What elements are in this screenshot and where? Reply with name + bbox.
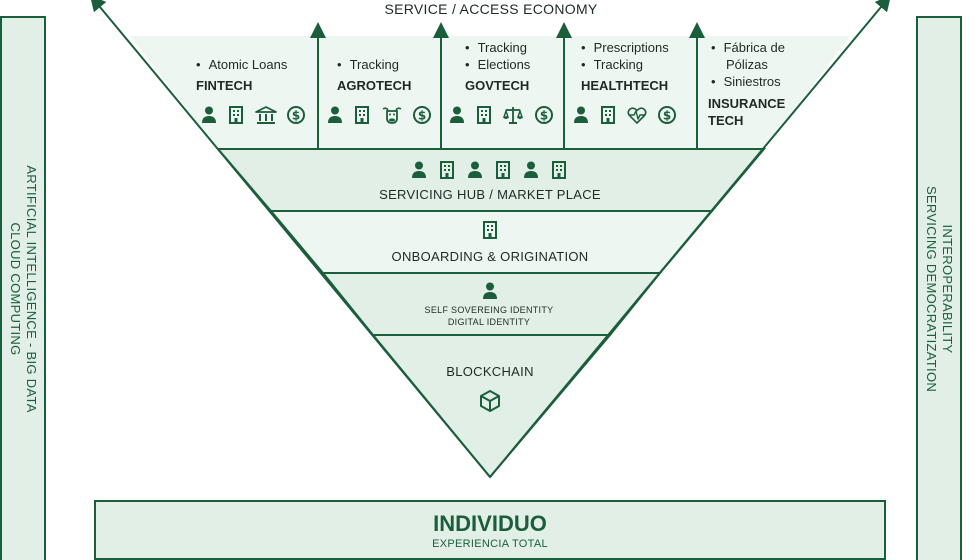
layer-blockchain: [370, 334, 613, 479]
identity-line1: SELF SOVEREING IDENTITY: [424, 305, 554, 315]
govtech-item-2: Elections: [465, 56, 531, 73]
insurance-name-line1: INSURANCE: [708, 96, 786, 111]
healthtech-item-2: Tracking: [581, 56, 669, 73]
healthtech-item-1: Prescriptions: [581, 39, 669, 56]
funnel-right-arrow: [489, 0, 892, 478]
insurance-item-2: •Siniestros: [711, 74, 781, 89]
fintech-item: Atomic Loans: [196, 56, 288, 73]
hub-label: SERVICING HUB / MARKET PLACE: [379, 187, 601, 202]
govtech-item-1: Tracking: [465, 39, 530, 56]
top-title: SERVICE / ACCESS ECONOMY: [384, 1, 598, 17]
insurance-item-1-cont: Pólizas: [711, 56, 785, 73]
healthtech-items: Prescriptions Tracking: [581, 39, 669, 73]
fintech-items: Atomic Loans: [196, 56, 288, 73]
individuo-box: INDIVIDUO EXPERIENCIA TOTAL: [94, 500, 886, 560]
govtech-name: GOVTECH: [465, 78, 530, 93]
fintech-name: FINTECH: [196, 78, 253, 93]
govtech-items: Tracking Elections: [465, 39, 531, 73]
individuo-title: INDIVIDUO: [433, 511, 547, 536]
insurance-name-line2: TECH: [708, 113, 744, 128]
right-side-panel: INTEROPERABILITY SERVICING DEMOCRATIZATI…: [916, 16, 962, 560]
onboarding-label: ONBOARDING & ORIGINATION: [391, 249, 589, 264]
insurance-item-1-cont-text: Pólizas: [726, 57, 768, 72]
insurance-item-2-text: Siniestros: [723, 74, 781, 89]
insurance-name: INSURANCE TECH: [708, 95, 785, 129]
identity-label: SELF SOVEREING IDENTITY DIGITAL IDENTITY: [425, 304, 554, 328]
insurance-item-1-text: Fábrica de: [723, 40, 785, 55]
identity-line2: DIGITAL IDENTITY: [447, 317, 531, 327]
insurance-items: •Fábrica de Pólizas •Siniestros: [711, 39, 785, 90]
healthtech-name: HEALTHTECH: [581, 78, 669, 93]
left-side-panel: ARTIFICIAL INTELLIGENCE - BIG DATA CLOUD…: [0, 16, 46, 560]
funnel-left-arrow: [89, 0, 491, 478]
individuo-subtitle: EXPERIENCIA TOTAL: [432, 538, 548, 550]
agrotech-name: AGROTECH: [337, 78, 412, 93]
agrotech-items: Tracking: [337, 56, 399, 73]
blockchain-label: BLOCKCHAIN: [446, 364, 534, 379]
agrotech-item: Tracking: [337, 56, 399, 73]
insurance-item-1: •Fábrica de: [711, 40, 785, 55]
